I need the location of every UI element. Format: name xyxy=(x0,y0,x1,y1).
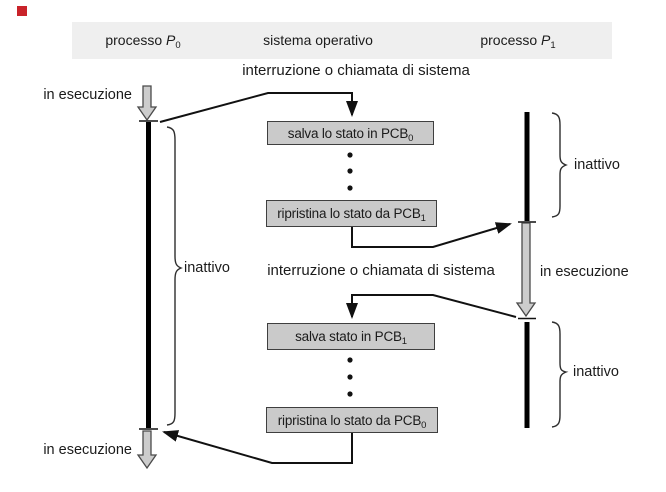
interrupt-label-middle: interruzione o chiamata di sistema xyxy=(267,262,495,279)
header-operating-system: sistema operativo xyxy=(263,32,373,48)
header-process-p1: processo P1 xyxy=(480,32,556,51)
idle-label-right-top: inattivo xyxy=(574,157,620,173)
p1-idle-brace-bottom xyxy=(551,321,569,428)
box-restore-state-pcb0: ripristina lo stato da PCB0 xyxy=(266,407,438,433)
running-label-bottom-left: in esecuzione xyxy=(43,442,132,458)
red-bullet-marker xyxy=(17,6,27,16)
ellipsis-dot xyxy=(347,185,353,191)
interrupt-label-top: interruzione o chiamata di sistema xyxy=(242,62,470,79)
ellipsis-dot xyxy=(347,357,353,363)
box-restore-state-pcb1: ripristina lo stato da PCB1 xyxy=(266,200,437,227)
p0-running-arrow-top-icon xyxy=(136,85,158,122)
p1-idle-brace-top xyxy=(551,112,568,218)
header-band: processo P0 sistema operativo processo P… xyxy=(72,22,612,59)
ellipsis-dot xyxy=(347,391,353,397)
ellipsis-dot xyxy=(347,168,353,174)
flow-restore-pcb0-to-p0-arrow xyxy=(162,430,353,464)
running-label-top-left: in esecuzione xyxy=(43,87,132,103)
flow-restore-pcb1-to-p1-arrow xyxy=(351,222,512,248)
header-process-p0: processo P0 xyxy=(105,32,181,51)
ellipsis-dot xyxy=(347,152,353,158)
box-save-state-pcb1: salva stato in PCB1 xyxy=(267,323,435,350)
running-label-right: in esecuzione xyxy=(540,264,629,280)
idle-label-left: inattivo xyxy=(184,260,230,276)
flow-p0-to-save-pcb0-arrow xyxy=(159,92,358,123)
p0-idle-brace xyxy=(166,126,183,426)
flow-p1-to-save-pcb1-arrow xyxy=(346,294,517,319)
box-save-state-pcb0: salva lo stato in PCB0 xyxy=(267,121,434,145)
p1-running-arrow-icon xyxy=(515,222,537,318)
idle-label-right-bottom: inattivo xyxy=(573,364,619,380)
p0-running-arrow-bottom-icon xyxy=(136,430,158,470)
ellipsis-dot xyxy=(347,374,353,380)
